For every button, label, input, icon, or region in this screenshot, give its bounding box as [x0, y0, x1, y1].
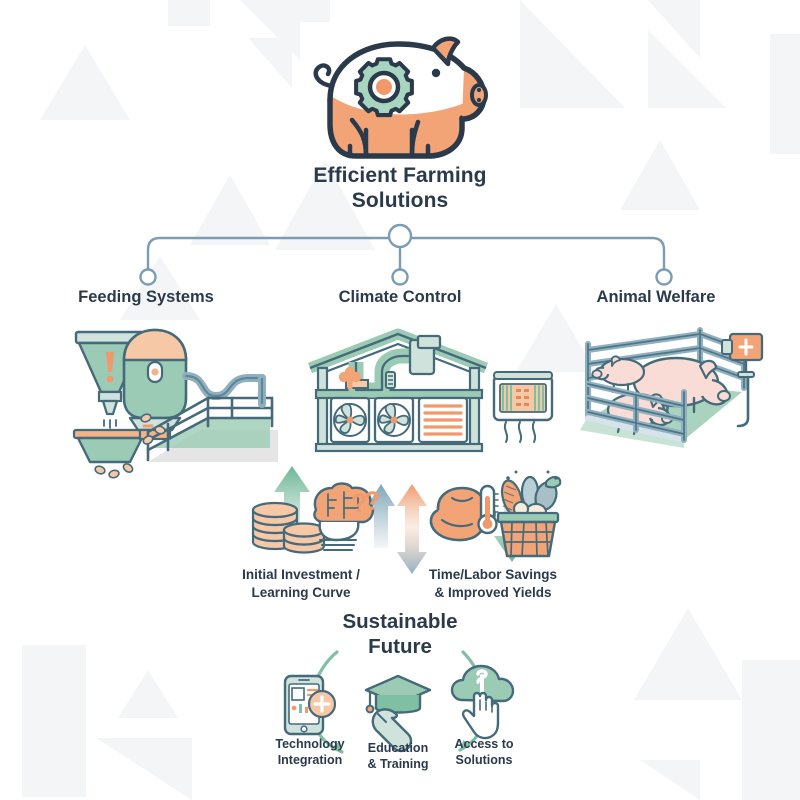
page-title: Efficient Farming Solutions — [0, 164, 800, 214]
cycle-label-1-line1: Education — [367, 741, 429, 755]
feeding-system-icon — [72, 328, 278, 479]
muscle-thermometer-icon — [429, 484, 499, 542]
pig-gear-icon — [313, 36, 488, 159]
tradeoff-label-benefit-line2: & Improved Yields — [434, 585, 552, 601]
connector-tree — [139, 223, 673, 286]
cloud-tap-icon — [450, 664, 515, 740]
section-title-sustainable-future: Sustainable Future — [248, 610, 552, 659]
harvest-basket-icon — [496, 470, 562, 558]
cycle-label-technology-integration: Technology Integration — [250, 736, 370, 769]
question-mark-2: ? — [364, 486, 381, 516]
cycle-label-2-line2: Solutions — [455, 753, 513, 768]
cycle-label-1-line2: & Training — [367, 757, 429, 772]
branch-label-climate-control: Climate Control — [338, 288, 462, 306]
tradeoff-label-cost-line1: Initial Investment / — [242, 567, 360, 582]
tradeoff-label-benefit-line1: Time/Labor Savings — [428, 567, 558, 582]
section-title-line1: Sustainable — [342, 610, 458, 633]
cycle-label-0-line2: Integration — [277, 753, 343, 768]
coins-icon — [251, 501, 326, 554]
branch-label-animal-welfare: Animal Welfare — [596, 288, 716, 306]
brain-question-icon: ? ? — [313, 482, 381, 551]
arrow-up-slate — [367, 484, 395, 548]
tradeoff-label-benefit: Time/Labor Savings & Improved Yields — [383, 566, 603, 602]
cycle-label-0-line1: Technology — [275, 737, 345, 751]
page-title-line1: Efficient Farming — [313, 164, 487, 187]
page-title-line2: Solutions — [351, 188, 449, 212]
question-mark-1: ? — [351, 488, 368, 518]
wrench-icon — [371, 708, 413, 753]
cycle-label-2-line1: Access to — [454, 737, 514, 751]
hand-pointer-icon — [461, 691, 500, 740]
gear-icon — [354, 57, 414, 118]
animal-welfare-icon — [580, 327, 764, 448]
arrow-up-green — [274, 466, 310, 536]
branch-label-feeding-systems: Feeding Systems — [78, 288, 214, 306]
graduation-wrench-icon — [364, 674, 432, 753]
smartphone-plus-icon — [283, 674, 337, 736]
cycle-label-access-to-solutions: Access to Solutions — [424, 736, 544, 769]
arrow-up-down-orange-slate — [397, 484, 427, 574]
cycle-label-education-training: Education & Training — [338, 740, 458, 773]
tradeoff-label-cost: Initial Investment / Learning Curve — [191, 566, 411, 602]
section-title-line2: Future — [368, 634, 432, 658]
tradeoff-label-cost-line2: Learning Curve — [251, 585, 351, 601]
climate-control-icon — [308, 328, 554, 453]
